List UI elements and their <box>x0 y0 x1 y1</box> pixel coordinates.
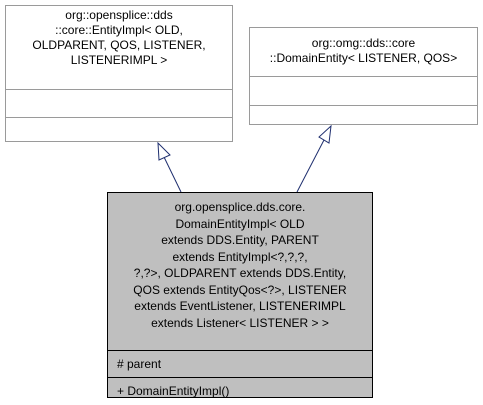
class-domainentity-operations <box>250 105 477 134</box>
attribute-parent: # parent <box>108 350 372 377</box>
class-name-line: org::opensplice::dds <box>65 8 173 22</box>
class-name-line: ?,?>, OLDPARENT extends DDS.Entity, <box>133 266 347 280</box>
class-domainentityimpl[interactable]: org.opensplice.dds.core. DomainEntityImp… <box>107 192 373 398</box>
class-domainentity[interactable]: org::omg::dds::core ::DomainEntity< LIST… <box>249 27 478 125</box>
class-domainentityimpl-name: org.opensplice.dds.core. DomainEntityImp… <box>108 193 372 350</box>
class-name-line: QOS extends EntityQos<?>, LISTENER <box>133 282 347 297</box>
class-entityimpl[interactable]: org::opensplice::dds ::core::EntityImpl<… <box>5 5 233 142</box>
class-name-line: extends EventListener, LISTENERIMPL <box>134 299 346 313</box>
class-entityimpl-name: org::opensplice::dds ::core::EntityImpl<… <box>6 6 232 89</box>
inheritance-line-right <box>296 139 325 193</box>
class-name-line: extends DDS.Entity, PARENT <box>161 233 319 247</box>
class-entityimpl-attributes <box>6 89 232 117</box>
operation-constructor: + DomainEntityImpl() <box>108 377 372 405</box>
class-name-line: DomainEntityImpl< OLD <box>175 216 305 231</box>
class-name-line: LISTENERIMPL > <box>70 53 168 67</box>
inheritance-arrowhead-left <box>157 141 171 161</box>
class-domainentity-name: org::omg::dds::core ::DomainEntity< LIST… <box>250 28 477 76</box>
inheritance-arrowhead-right <box>318 124 332 144</box>
class-name-line: ::DomainEntity< LISTENER, QOS> <box>269 51 458 65</box>
class-domainentity-attributes <box>250 76 477 105</box>
class-name-line: extends EntityImpl<?,?,?, <box>172 249 308 264</box>
class-name-line: org::omg::dds::core <box>311 36 416 50</box>
class-name-line: org.opensplice.dds.core. <box>174 200 306 214</box>
class-name-line: extends Listener< LISTENER > > <box>151 315 329 330</box>
class-name-line: ::core::EntityImpl< OLD, <box>55 23 183 37</box>
inheritance-line-left <box>163 156 182 193</box>
class-name-line: OLDPARENT, QOS, LISTENER, <box>32 38 206 52</box>
class-entityimpl-operations <box>6 117 232 146</box>
